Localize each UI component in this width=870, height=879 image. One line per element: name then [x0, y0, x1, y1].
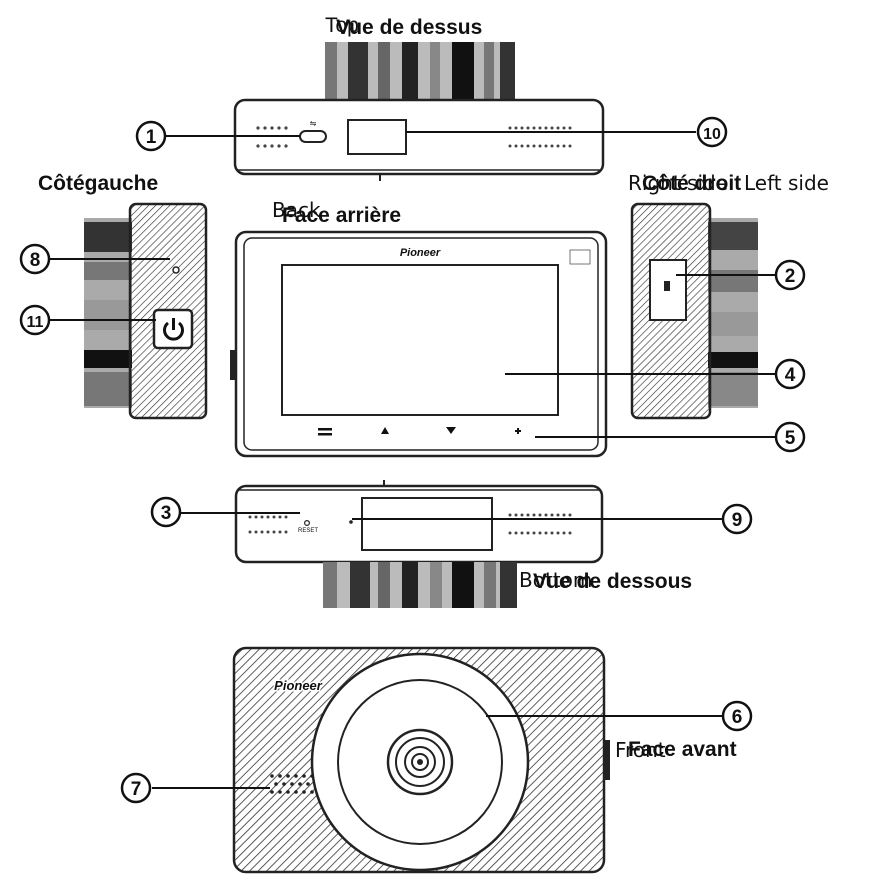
- callout-markers: 1 2 3 4 5 6 7 8 9 10 11: [19, 116, 806, 804]
- right-side-view: [630, 202, 778, 420]
- callout-8: 8: [19, 243, 51, 275]
- title-back-en: Back: [272, 198, 321, 222]
- bottom-mic: [349, 520, 353, 524]
- callout-9: 9: [721, 503, 753, 535]
- callout-number: 11: [27, 314, 44, 331]
- left-side-view: [48, 202, 208, 420]
- display-screen: [281, 264, 559, 416]
- bottom-view: [180, 480, 722, 608]
- callout-number: 3: [161, 503, 172, 524]
- callout-number: 5: [785, 428, 796, 449]
- title-right-en: Right side: [628, 171, 728, 195]
- back-face-view: Pioneer: [230, 230, 778, 458]
- callout-5: 5: [774, 421, 806, 453]
- callout-4: 4: [774, 358, 806, 390]
- callout-2: 2: [774, 259, 806, 291]
- ok-button: [515, 428, 521, 434]
- callout-number: 4: [785, 365, 796, 386]
- callout-number: 8: [30, 250, 41, 271]
- brand-logo-back: Pioneer: [400, 247, 441, 259]
- bottom-mount-strap: [323, 562, 517, 608]
- callout-6: 6: [721, 700, 753, 732]
- title-top-fr: Vue de dessus: [336, 16, 483, 39]
- mic-hole: [172, 266, 180, 274]
- callout-10: 10: [696, 116, 728, 148]
- title-bottom-fr: Vue de dessous: [533, 570, 693, 593]
- reset-hole: [304, 519, 311, 526]
- title-right-fr: Côté droit: [642, 172, 742, 195]
- title-top-en: Top: [325, 14, 359, 37]
- callout-11: 11: [19, 304, 51, 336]
- front-speaker: [270, 774, 314, 794]
- title-front-en: Front: [615, 738, 666, 762]
- power-icon: [163, 318, 184, 341]
- title-bottom-en: Bottom: [519, 568, 593, 592]
- top-vent-right: [508, 126, 572, 148]
- top-mount-strap: [325, 42, 515, 100]
- callout-number: 10: [703, 126, 721, 143]
- menu-button: [318, 428, 332, 431]
- title-back-fr: Face arrière: [282, 204, 402, 227]
- callout-1: 1: [135, 120, 167, 152]
- down-button: [446, 427, 456, 434]
- callout-number: 7: [131, 779, 142, 800]
- top-view: ⇋: [165, 42, 696, 181]
- title-left-fr: Côtégauche: [38, 172, 159, 195]
- front-face-view: Pioneer: [152, 646, 722, 874]
- up-button: [381, 427, 389, 434]
- usb-c-port: [299, 130, 327, 143]
- callout-number: 9: [732, 510, 743, 531]
- bottom-vent-right: [508, 513, 572, 535]
- callout-number: 1: [146, 127, 157, 148]
- callout-7: 7: [120, 772, 152, 804]
- callout-number: 6: [732, 707, 743, 728]
- model-badge: [569, 249, 591, 265]
- usb-icon: ⇋: [310, 119, 317, 128]
- reset-label: RESET: [298, 528, 319, 534]
- brand-logo-front: Pioneer: [274, 678, 323, 693]
- callout-number: 2: [785, 266, 796, 287]
- top-vent-left: [256, 126, 288, 148]
- bottom-plate: [361, 497, 493, 551]
- title-right-en-alt: Left side: [744, 171, 829, 195]
- title-front-fr: Face avant: [628, 738, 737, 761]
- card-slot: [347, 119, 407, 155]
- bottom-vent-left: [248, 515, 288, 534]
- callout-3: 3: [150, 496, 182, 528]
